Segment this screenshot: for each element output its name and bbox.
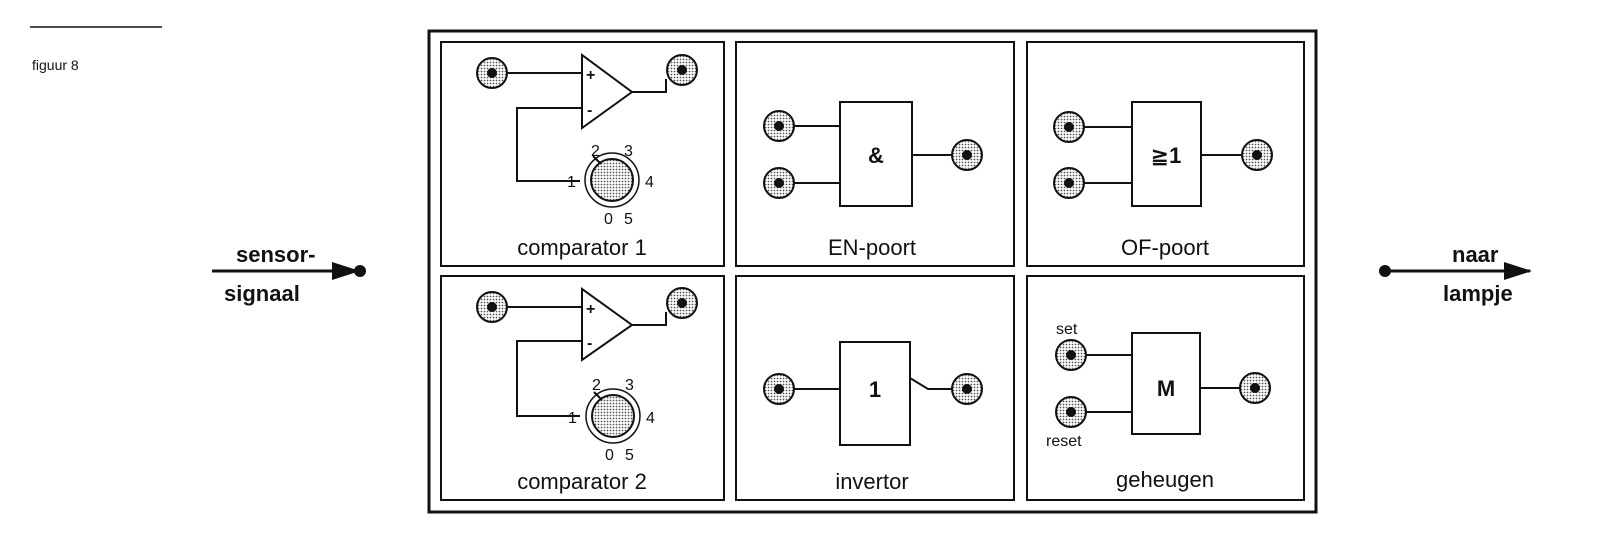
dial-0: 0 [604,211,613,228]
module-label: EN-poort [828,235,916,260]
negation-mark [909,377,952,390]
input-signal-label-2: signaal [224,281,300,306]
input-arrowhead-icon [332,262,360,280]
figure-label: figuur 8 [32,57,79,73]
dial-0: 0 [605,447,614,464]
opamp-plus: + [586,301,595,318]
socket-output[interactable] [951,373,983,405]
dial-4: 4 [646,410,655,427]
output-terminal-dot [1379,265,1391,277]
reset-label: reset [1046,433,1082,450]
dial-ring [585,388,641,444]
gate-symbol: ≧1 [1151,143,1182,168]
socket-output[interactable] [666,287,698,319]
dial-5: 5 [625,447,634,464]
socket-input[interactable] [476,291,508,323]
socket-reset[interactable] [1055,396,1087,428]
module-label: comparator 2 [517,469,647,494]
socket-output[interactable] [1239,372,1271,404]
socket-output[interactable] [1241,139,1273,171]
opamp-minus: - [587,102,592,119]
opamp-triangle [581,53,634,130]
dial-2: 2 [591,143,600,160]
not-gate [839,341,911,446]
and-gate [839,101,913,207]
socket-input[interactable] [476,57,508,89]
potentiometer-knob[interactable] [591,394,635,438]
opamp-triangle [581,287,634,362]
module-label: geheugen [1116,467,1214,492]
output-signal: naar lampje [1379,242,1532,306]
dial-3: 3 [625,377,634,394]
dial-ring [584,152,640,208]
dial-3: 3 [624,143,633,160]
module-label: invertor [835,469,908,494]
module-invertor: 1 invertor [735,275,1015,501]
opamp-minus: - [587,335,592,352]
module-en-poort: & EN-poort [735,41,1015,267]
socket-input-b[interactable] [763,167,795,199]
socket-input-a[interactable] [1053,111,1085,143]
socket-output[interactable] [666,54,698,86]
input-signal-label-1: sensor- [236,242,315,267]
dial-1: 1 [568,410,577,427]
memory-symbol: M [1157,376,1175,401]
input-terminal-dot [354,265,366,277]
memory-block [1131,332,1201,435]
output-signal-label-1: naar [1452,242,1499,267]
module-comparator-2: + - 0 1 2 3 4 5 comparator 2 [440,275,725,501]
module-geheugen: set reset M geheugen [1026,275,1305,501]
gate-symbol: 1 [869,377,881,402]
socket-input-a[interactable] [763,110,795,142]
gate-symbol: & [868,143,884,168]
potentiometer-knob[interactable] [590,158,634,202]
or-gate [1131,101,1202,207]
socket-output[interactable] [951,139,983,171]
socket-input-b[interactable] [1053,167,1085,199]
dial-5: 5 [624,211,633,228]
socket-input[interactable] [763,373,795,405]
input-signal: sensor- signaal [212,242,366,306]
output-signal-label-2: lampje [1443,281,1513,306]
module-label: comparator 1 [517,235,647,260]
board-frame [427,29,1318,514]
module-of-poort: ≧1 OF-poort [1026,41,1305,267]
socket-set[interactable] [1055,339,1087,371]
dial-1: 1 [567,174,576,191]
dial-2: 2 [592,377,601,394]
opamp-plus: + [586,67,595,84]
set-label: set [1056,321,1078,338]
dial-4: 4 [645,174,654,191]
output-arrowhead-icon [1504,262,1532,280]
module-label: OF-poort [1121,235,1209,260]
module-comparator-1: + - 0 1 2 3 4 5 comparator 1 [440,41,725,267]
